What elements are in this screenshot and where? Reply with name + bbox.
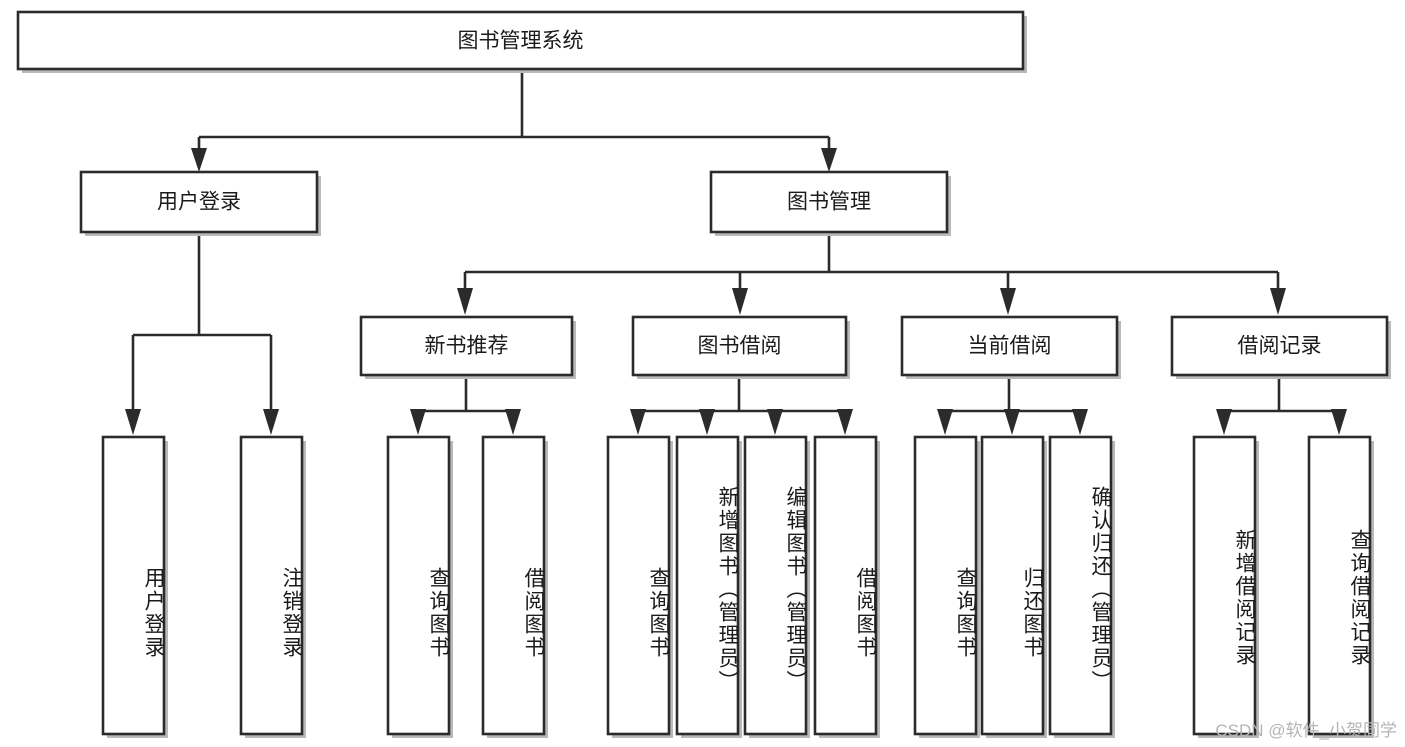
node-book-borrow[interactable]: 图书借阅 — [631, 315, 850, 379]
leaf-user-login-box[interactable] — [101, 435, 166, 736]
node-root-label: 图书管理系统 — [458, 30, 584, 53]
leaf-logout-login-box[interactable] — [239, 435, 304, 736]
arrow-to-leaf-query-borrow-record — [1331, 409, 1347, 435]
node-new-book-recommend-label: 新书推荐 — [425, 335, 509, 358]
arrow-to-book-manage — [821, 148, 837, 172]
node-book-manage-box — [709, 170, 949, 234]
node-borrow-record-label: 借阅记录 — [1238, 335, 1322, 358]
node-current-borrow-box — [900, 315, 1119, 377]
arrow-to-book-borrow — [732, 288, 748, 315]
arrow-to-leaf-borrow-book-1 — [505, 409, 521, 435]
arrow-to-borrow-record — [1270, 288, 1286, 315]
leaf-query-book-1-box[interactable] — [386, 435, 451, 736]
node-user-login-box — [79, 170, 319, 234]
arrow-to-user-login — [191, 148, 207, 172]
arrow-to-leaf-add-book-admin — [699, 409, 715, 435]
leaf-borrow-book-2-box[interactable] — [813, 435, 878, 736]
leaf-add-borrow-record-box[interactable] — [1192, 435, 1257, 736]
arrow-to-current-borrow — [1000, 288, 1016, 315]
node-book-borrow-box — [631, 315, 848, 377]
connector-layer — [125, 69, 1347, 435]
arrow-to-leaf-add-borrow-record — [1216, 409, 1232, 435]
node-root[interactable]: 图书管理系统 — [16, 10, 1027, 73]
arrow-to-leaf-query-book-2 — [630, 409, 646, 435]
node-user-login-label: 用户登录 — [157, 191, 241, 214]
arrow-to-leaf-confirm-return-admin — [1072, 409, 1088, 435]
connector-root-to-level2 — [197, 69, 831, 158]
node-borrow-record-box — [1170, 315, 1389, 377]
node-new-book-recommend-box — [359, 315, 574, 377]
connector-user-login-to-leaves — [131, 232, 273, 413]
node-current-borrow[interactable]: 当前借阅 — [900, 315, 1121, 379]
arrow-to-leaf-query-book-1 — [410, 409, 426, 435]
leaf-borrow-book-1-box[interactable] — [481, 435, 546, 736]
node-book-manage-label: 图书管理 — [787, 191, 871, 214]
connector-book-borrow-to-leaves — [636, 375, 847, 417]
arrow-to-leaf-borrow-book-2 — [837, 409, 853, 435]
watermark-text: CSDN @软件_小贺同学 — [1215, 721, 1397, 740]
arrow-to-leaf-logout-login — [263, 409, 279, 435]
leaf-query-book-2-box[interactable] — [606, 435, 671, 736]
node-book-borrow-label: 图书借阅 — [698, 335, 782, 358]
leaf-confirm-return-admin-box[interactable] — [1048, 435, 1113, 736]
arrow-to-leaf-return-book — [1004, 409, 1020, 435]
leaf-add-book-admin-box[interactable] — [675, 435, 740, 736]
node-book-manage[interactable]: 图书管理 — [709, 170, 951, 236]
node-current-borrow-label: 当前借阅 — [968, 335, 1052, 358]
arrow-to-leaf-edit-book-admin — [767, 409, 783, 435]
node-borrow-record[interactable]: 借阅记录 — [1170, 315, 1391, 379]
node-root-box — [16, 10, 1025, 71]
node-new-book-recommend[interactable]: 新书推荐 — [359, 315, 576, 379]
leaf-edit-book-admin-box[interactable] — [743, 435, 808, 736]
connector-book-manage-to-level3 — [463, 232, 1280, 292]
leaf-query-borrow-record-box[interactable] — [1307, 435, 1372, 736]
arrow-to-leaf-user-login — [125, 409, 141, 435]
leaf-query-book-3-box[interactable] — [913, 435, 978, 736]
arrow-to-new-book-recommend — [457, 288, 473, 315]
connector-new-book-recommend-to-leaves — [416, 375, 515, 417]
leaf-boxes — [101, 435, 1374, 738]
node-user-login[interactable]: 用户登录 — [79, 170, 321, 236]
connector-borrow-record-to-leaves — [1222, 375, 1341, 417]
arrow-to-leaf-query-book-3 — [937, 409, 953, 435]
leaf-return-book-box[interactable] — [980, 435, 1045, 736]
